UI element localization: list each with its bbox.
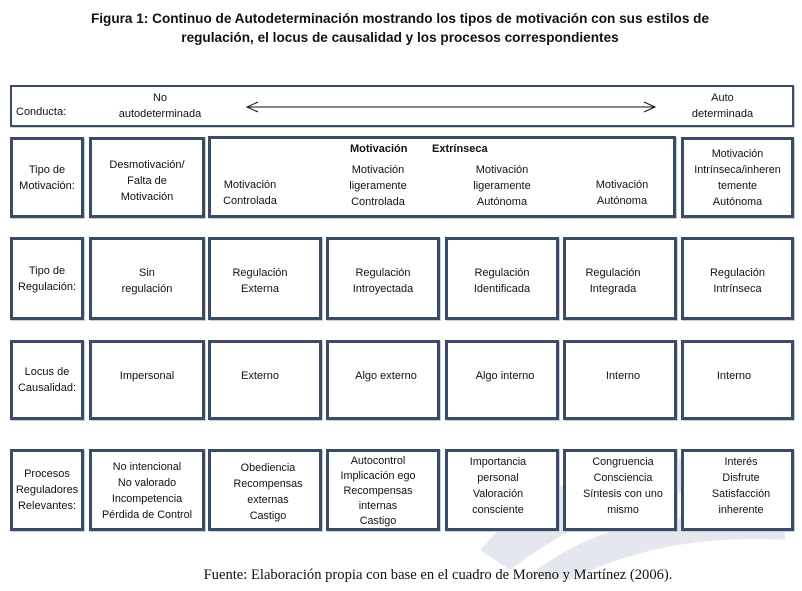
continuum-arrow [245, 101, 657, 113]
locus-cell-algo-interno: Algo interno [475, 370, 535, 382]
locus-cell-3-box [445, 340, 559, 420]
regulacion-cell-intrinseca: Regulación Intrínseca [709, 267, 766, 295]
procesos-cell-3-box [445, 449, 559, 531]
locus-cell-0-box [89, 340, 205, 420]
locus-cell-interno-intrinseco: Interno [716, 370, 752, 382]
extrinsic-header-2: Extrínseca [432, 143, 488, 155]
locus-label: Locus de Causalidad: [17, 366, 77, 394]
locus-cell-interno: Interno [605, 370, 641, 382]
procesos-label: Procesos Reguladores Relevantes: [15, 468, 79, 512]
procesos-cell-5-box [681, 449, 794, 531]
procesos-cell-desmotivacion: No intencional No valorado Incompetencia… [101, 461, 193, 521]
conducta-label: Conducta: [16, 106, 67, 118]
procesos-cell-introyectada: Autocontrol Implicación ego Recompensas … [340, 455, 416, 527]
regulacion-cell-4-box [563, 237, 677, 320]
regulacion-cell-3-box [445, 237, 559, 320]
locus-label-box [10, 340, 84, 420]
amotivation-text: Desmotivación/ Falta de Motivación [109, 159, 185, 203]
regulacion-cell-integrada: Regulación Integrada [585, 267, 641, 295]
amotivation-box [89, 137, 205, 218]
locus-cell-impersonal: Impersonal [119, 370, 175, 382]
regulacion-cell-externa: Regulación Externa [232, 267, 288, 295]
intrinsic-text: Motivación Intrínseca/inheren temente Au… [694, 148, 781, 208]
locus-cell-4-box [563, 340, 677, 420]
tipo-regulacion-label-box [10, 237, 84, 320]
regulacion-cell-0-box [89, 237, 205, 320]
conducta-right-label: Auto determinada [691, 92, 754, 120]
conducta-left-label: No autodeterminada [118, 92, 202, 120]
tipo-regulacion-label: Tipo de Regulación: [17, 264, 77, 293]
regulacion-cell-identificada: Regulación Identificada [473, 267, 531, 295]
extrinsic-item-ligeramente-controlada: Motivación ligeramente Controlada [349, 164, 407, 208]
regulacion-cell-sin: Sin regulación [121, 267, 173, 295]
tipo-motivacion-label: Tipo de Motivación: [19, 163, 75, 192]
source-caption: Fuente: Elaboración propia con base en e… [203, 567, 673, 583]
extrinsic-motivation-box [208, 136, 676, 218]
procesos-cell-identificada: Importancia personal Valoración conscien… [469, 456, 527, 516]
figure-title: Figura 1: Continuo de Autodeterminación … [90, 11, 710, 45]
locus-cell-5-box [681, 340, 794, 420]
locus-cell-2-box [326, 340, 440, 420]
locus-cell-externo: Externo [241, 370, 279, 382]
locus-cell-1-box [208, 340, 322, 420]
procesos-cell-2-box [326, 449, 440, 531]
locus-cell-algo-externo: Algo externo [355, 370, 417, 382]
procesos-cell-externa: Obediencia Recompensas externas Castigo [233, 462, 303, 522]
regulacion-cell-1-box [208, 237, 322, 320]
intrinsic-box [681, 137, 794, 218]
extrinsic-item-ligeramente-autonoma: Motivación ligeramente Autónoma [473, 164, 531, 208]
regulacion-cell-2-box [326, 237, 440, 320]
procesos-cell-0-box [89, 449, 205, 531]
conducta-row [10, 85, 794, 127]
procesos-cell-integrada: Congruencia Consciencia Síntesis con uno… [583, 456, 663, 516]
procesos-cell-intrinseca: Interés Disfrute Satisfacción inherente [711, 456, 771, 516]
extrinsic-item-autonoma: Motivación Autónoma [595, 179, 649, 207]
procesos-cell-1-box [208, 449, 322, 531]
extrinsic-item-controlada: Motivación Controlada [223, 179, 277, 207]
tipo-motivacion-label-box [10, 137, 84, 218]
procesos-cell-4-box [563, 449, 677, 531]
procesos-label-box [10, 449, 84, 531]
regulacion-cell-5-box [681, 237, 794, 320]
extrinsic-header-1: Motivación [350, 143, 408, 155]
regulacion-cell-introyectada: Regulación Introyectada [352, 267, 414, 295]
